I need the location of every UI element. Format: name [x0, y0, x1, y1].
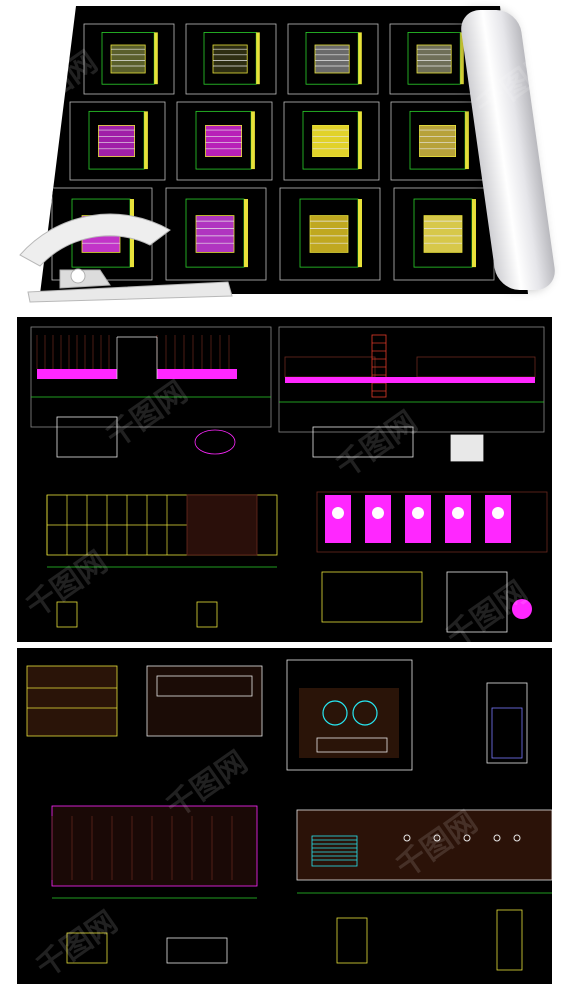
title-strip [251, 111, 255, 170]
sheet-plan [312, 125, 349, 158]
title-strip [154, 32, 158, 85]
elevation-drawings-1 [30, 326, 548, 633]
white-block [450, 434, 484, 462]
magenta-band [285, 377, 535, 383]
long-wall [51, 805, 258, 887]
mirror-icon [332, 507, 344, 519]
red-column [371, 334, 387, 398]
sheet-plan [205, 125, 242, 158]
mirror-icon [372, 507, 384, 519]
mirror-icon [492, 507, 504, 519]
side-cabinet [491, 707, 523, 759]
side-section [486, 682, 528, 764]
mirror-icon [452, 507, 464, 519]
elevation-drawings-panel-1 [17, 317, 552, 642]
sheet-plan [309, 215, 349, 253]
light-icon [463, 834, 471, 842]
title-strip [465, 111, 469, 170]
detail-box [312, 426, 414, 458]
detail-box [56, 416, 118, 458]
magenta-band [37, 369, 117, 379]
protractor-icon [19, 213, 233, 303]
sheet-plan [98, 125, 135, 158]
elevation-drawings-panel-2 [17, 648, 552, 984]
title-strip [358, 111, 362, 170]
sheet-plan [212, 44, 248, 74]
mirror-wall [316, 491, 548, 553]
title-strip [144, 111, 148, 170]
elevation-frame [30, 326, 272, 428]
light-icon [403, 834, 411, 842]
title-strip [358, 199, 362, 268]
title-strip [244, 199, 248, 268]
mirror-box [156, 675, 253, 697]
title-strip [256, 32, 260, 85]
light-icon [513, 834, 521, 842]
round-detail [512, 599, 532, 619]
round-mirror [322, 700, 348, 726]
mirror-icon [412, 507, 424, 519]
section-detail [321, 571, 423, 623]
small-detail [196, 601, 218, 628]
small-detail [56, 601, 78, 628]
title-strip [460, 32, 464, 85]
sheet-plan [423, 215, 463, 253]
sheet-plan [195, 215, 235, 253]
sheet-plan [110, 44, 146, 74]
title-strip [358, 32, 362, 85]
detail-box [446, 571, 508, 633]
round-mirror [352, 700, 378, 726]
sheet-plan [314, 44, 350, 74]
elevation-drawings-2 [26, 659, 552, 971]
small-detail [496, 909, 523, 971]
wall-elevation [26, 665, 118, 737]
small-detail [166, 937, 228, 964]
small-detail [66, 932, 108, 964]
sheet-plan [419, 125, 456, 158]
vanity-elevation [286, 659, 413, 771]
title-strip [472, 199, 476, 268]
small-detail [336, 917, 368, 964]
wood-panel [186, 494, 258, 556]
wall-elevation [146, 665, 263, 737]
light-icon [493, 834, 501, 842]
cyan-detail [311, 835, 358, 867]
light-icon [433, 834, 441, 842]
sheet-plan [416, 44, 452, 74]
vanity-counter [316, 737, 388, 753]
counter [284, 356, 376, 378]
vanity-wall [299, 688, 399, 758]
long-wall [296, 809, 552, 881]
elevation-frame [278, 326, 545, 433]
counter [416, 356, 536, 378]
magenta-band [157, 369, 237, 379]
oval-detail [194, 429, 236, 455]
